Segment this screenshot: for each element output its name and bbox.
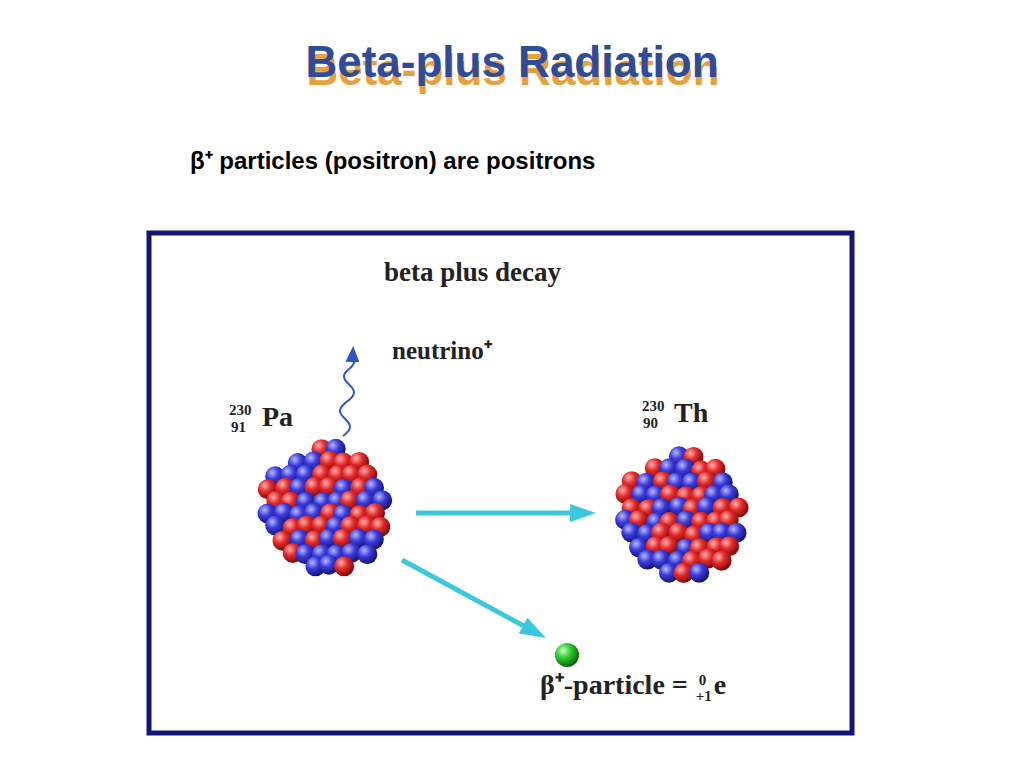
neutrino-path (340, 350, 354, 436)
positron-ball (555, 643, 579, 667)
particle-label: neutrino⁺ (392, 337, 492, 365)
element-symbol: Th (674, 398, 708, 429)
positron-particle: β⁺-particle = 0+1e (536, 641, 772, 709)
mass-number: 0 (699, 672, 707, 689)
charge-number: +1 (696, 688, 712, 705)
nucleus: 23091 Pa (222, 396, 402, 582)
slide-title: Beta-plus Radiation (305, 38, 718, 86)
proton-ball (334, 556, 354, 576)
element-symbol: Pa (262, 402, 293, 433)
particle-name: β⁺-particle = (540, 670, 688, 701)
mass-number: 230 (642, 398, 665, 415)
diagram-frame (149, 233, 852, 733)
decay-arrow (402, 560, 534, 631)
particle-symbol: e (714, 670, 726, 701)
nucleus: 23090 Th (606, 396, 762, 588)
subtitle-text: β⁺ particles (positron) are positrons (190, 148, 595, 174)
neutron-ball (357, 544, 377, 564)
atomic-number: 91 (231, 419, 246, 436)
mass-number: 230 (229, 402, 252, 419)
diagram-heading: beta plus decay (384, 258, 561, 288)
neutron-ball (689, 563, 709, 583)
atomic-number: 90 (643, 415, 658, 432)
nucleus-picture (222, 396, 402, 582)
neutrino-wave (340, 350, 354, 436)
proton-ball (712, 551, 732, 571)
decay-arrow (416, 511, 582, 516)
